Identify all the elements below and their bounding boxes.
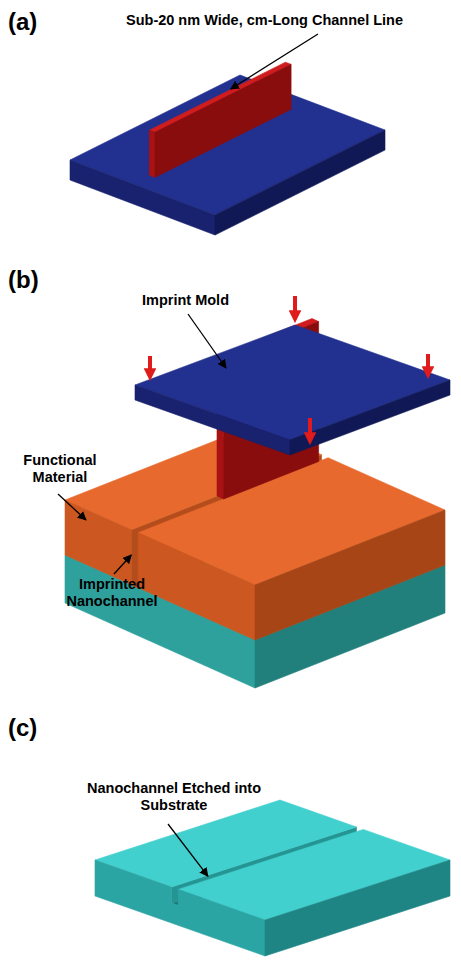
panel-letter: (b): [8, 266, 68, 294]
callout-label: Imprinted Nanochannel: [56, 576, 168, 609]
callout-label: Nanochannel Etched into Substrate: [84, 780, 264, 813]
panel-a-illustration: [70, 62, 385, 235]
leader-lines: [58, 34, 318, 876]
mold-plate-front: [70, 160, 215, 235]
imprint-mold-top: [135, 325, 450, 440]
substrate-side: [265, 860, 450, 956]
functional-material-side: [255, 510, 445, 640]
callout-label: Sub-20 nm Wide, cm-Long Channel Line: [126, 12, 458, 29]
callout-label: Imprint Mold: [142, 292, 272, 309]
panel-c-illustration: [95, 800, 450, 956]
press-arrow: [426, 354, 430, 374]
panel-b-illustration: [65, 296, 450, 688]
press-arrow: [308, 418, 312, 440]
press-arrow: [148, 356, 152, 376]
press-arrow: [293, 296, 297, 318]
leader-line: [114, 555, 131, 574]
leader-line: [168, 824, 208, 876]
leader-line: [188, 314, 226, 368]
mold-plate-side: [215, 130, 385, 235]
leader-line: [58, 494, 86, 520]
panel-letter: (c): [8, 714, 68, 742]
leader-line: [231, 34, 318, 89]
channel-line-side: [155, 64, 291, 177]
panel-letter: (a): [8, 8, 68, 36]
imprint-mold-side: [290, 380, 450, 455]
substrate-front: [95, 860, 265, 956]
imprint-mold-front: [135, 385, 290, 455]
callout-label: Functional Material: [10, 452, 110, 485]
channel-line-front: [149, 130, 155, 177]
functional-material-front: [65, 500, 255, 640]
